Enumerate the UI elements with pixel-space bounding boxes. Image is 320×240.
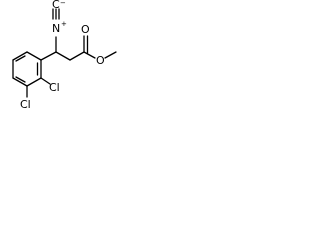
isocyanide-triple-bond <box>52 8 60 20</box>
ring-bond-1 <box>26 51 42 61</box>
ring-bond-6 <box>12 51 28 61</box>
carbonyl-to-ester-o-bond <box>83 51 96 59</box>
ch2-to-carbonyl-bond <box>69 51 85 61</box>
ester-oxygen-label: O <box>96 54 105 67</box>
isocyanide-carbon-label: C <box>52 0 60 11</box>
ring-to-ch-bond <box>40 51 57 61</box>
chlorine-2-label: Cl <box>20 98 31 111</box>
ester-o-to-methyl-bond <box>104 51 117 59</box>
nitrogen-plus-charge: + <box>61 20 67 28</box>
benzene-ring <box>12 51 42 87</box>
carbonyl-oxygen-label: O <box>81 23 90 36</box>
ch-to-ch2-bond <box>55 51 71 61</box>
side-chain <box>40 35 117 61</box>
ring-to-cl-1-bond <box>40 77 51 85</box>
structural-formula: N + C − O O Cl Cl <box>12 0 117 111</box>
carbon-minus-charge: − <box>60 0 66 7</box>
isocyanide-nitrogen-label: N <box>52 22 60 35</box>
chlorine-1-label: Cl <box>49 81 60 94</box>
ring-bond-3 <box>26 77 42 87</box>
ring-double-bond-2 <box>15 76 26 83</box>
ring-double-bond-3 <box>15 55 26 62</box>
ring-bond-4 <box>12 77 28 87</box>
